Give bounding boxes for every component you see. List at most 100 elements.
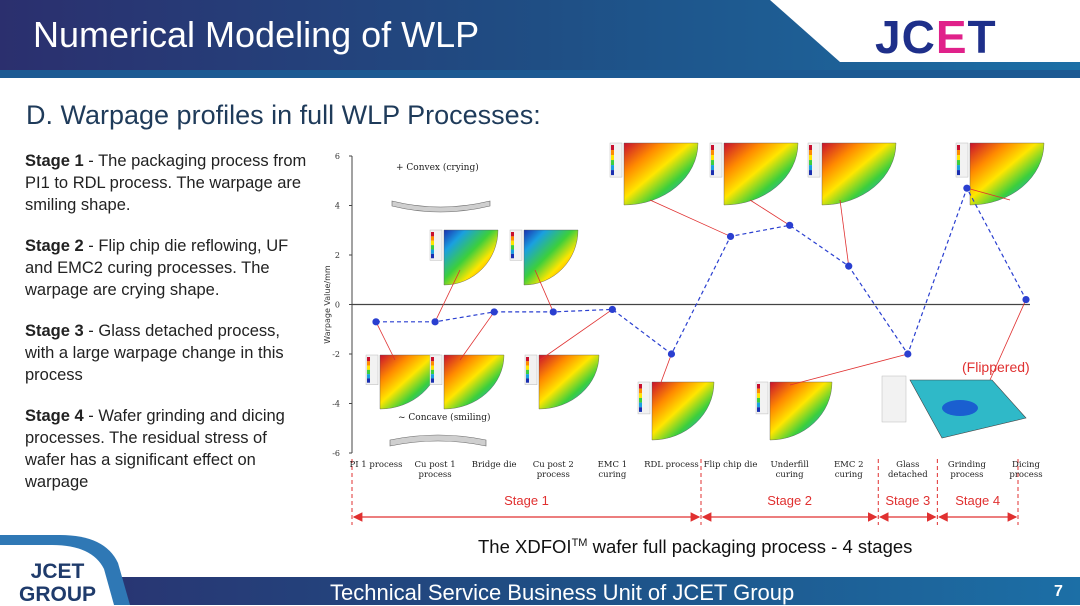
contour-quarter [538,354,600,410]
contour-legend-swatch [431,232,434,237]
data-point [726,232,735,241]
leader-line [659,353,672,386]
data-point [667,350,676,358]
contour-legend-swatch [711,145,714,151]
leader-line [966,187,1011,201]
contour-legend-swatch [431,365,434,370]
thumbnail-glass-detached [881,375,1027,439]
stage-4-description: Stage 4 - Wafer grinding and dicing proc… [25,407,285,491]
contour-legend-swatch [526,361,529,366]
thumbnail-flip-chip-die [609,142,699,206]
y-tick-label: -4 [332,400,340,409]
contour-legend-swatch [611,160,614,166]
data-point [963,184,971,192]
leader-line [749,199,790,226]
stage-1-description: Stage 1 - The packaging process from PI1… [25,152,307,214]
contour-legend-swatch [611,150,614,156]
header-banner: Numerical Modeling of WLP JCET [0,0,1080,78]
contour-legend-swatch [611,165,614,171]
contour-legend-swatch [639,384,642,389]
contour-legend-swatch [431,249,434,254]
contour-legend-swatch [367,374,370,379]
contour-legend-swatch [639,393,642,398]
leader-line [839,199,850,267]
thumbnail-emc2-curing [807,142,897,206]
contour-legend-swatch [367,365,370,370]
contour-quarter [769,381,833,441]
stage-descriptions: Stage 1 - The packaging process from PI1… [25,150,310,512]
x-tick-label: Bridge die [472,460,517,470]
contour-quarter [443,229,499,286]
contour-legend-swatch [757,384,760,389]
contour-legend-swatch [431,245,434,250]
y-tick-label: -2 [332,350,340,359]
contour-legend-swatch [367,378,370,383]
contour-legend-swatch [511,232,514,237]
jcet-logo: JCET [875,11,997,63]
contour-legend-swatch [431,374,434,379]
data-point [845,262,853,270]
data-point [904,350,912,358]
convex-wafer-sketch [391,200,491,213]
data-point [490,308,498,316]
page-number: 7 [1054,583,1063,600]
leader-line [459,311,495,361]
stage-label: Stage 2 [767,493,812,508]
leader-line [534,269,554,313]
chart-overlays [351,142,1045,525]
thumbnail-cu-post2 [509,229,579,286]
contour-quarter [821,142,897,206]
chart-caption: The XDFOITM wafer full packaging process… [478,536,913,557]
contour-legend-swatch [611,170,614,176]
concave-label: ~ Concave (smiling) [398,412,491,423]
contour-legend-swatch [431,361,434,366]
contour-legend-swatch [809,150,812,156]
thumbnail-rdl [637,381,715,441]
glass-legend [881,375,907,423]
contour-quarter [969,142,1045,206]
contour-legend-swatch [809,145,812,151]
contour-legend-swatch [611,155,614,161]
flippered-label: (Flippered) [962,359,1030,375]
contour-legend-swatch [809,155,812,161]
contour-legend-swatch [809,160,812,166]
contour-legend-swatch [957,155,960,161]
contour-legend-swatch [526,374,529,379]
contour-legend-swatch [511,249,514,254]
contour-legend-swatch [511,253,514,259]
thumbnail-grinding [955,142,1045,206]
stage-3-description: Stage 3 - Glass detached process, with a… [25,322,284,384]
contour-legend-swatch [431,253,434,259]
contour-legend-swatch [431,369,434,375]
contour-legend-swatch [711,155,714,161]
y-tick-label: 0 [335,301,340,310]
y-tick-label: 2 [335,251,340,260]
contour-legend-swatch [711,165,714,171]
contour-legend-swatch [511,245,514,250]
contour-legend-swatch [526,357,529,362]
leader-line [375,321,396,361]
contour-legend-swatch [611,145,614,151]
contour-legend-swatch [711,170,714,176]
data-point [372,318,380,326]
thumbnail-pi1 [365,354,441,410]
contour-legend-swatch [526,369,529,375]
convex-label: + Convex (crying) [396,162,479,173]
contour-legend-swatch [639,402,642,408]
footer-banner [0,535,1080,605]
contour-quarter [443,354,505,410]
thumbnail-emc1 [524,354,600,410]
contour-legend-swatch [957,150,960,156]
contour-legend-swatch [431,240,434,246]
glass-center [942,400,978,416]
contour-legend-swatch [431,357,434,362]
contour-legend-swatch [639,397,642,403]
contour-legend-swatch [367,357,370,362]
contour-legend-swatch [957,145,960,151]
